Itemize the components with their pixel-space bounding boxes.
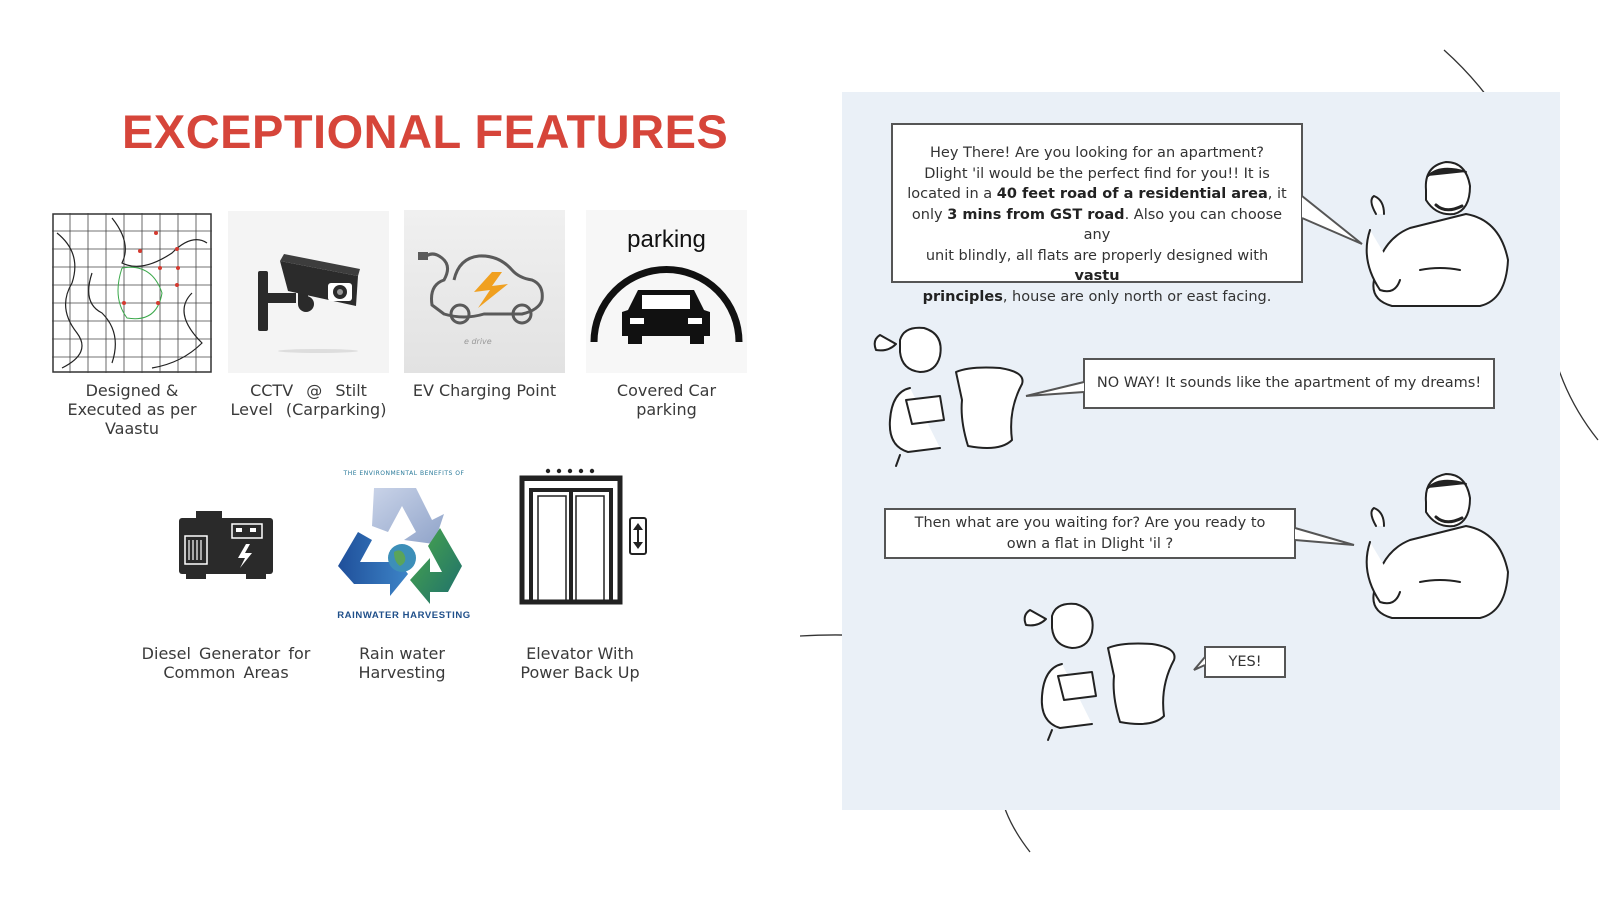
speech-bubble-question: Then what are you waiting for? Are you r…	[884, 508, 1296, 559]
speech-bubble-yes: YES!	[1204, 646, 1286, 678]
man-character-icon	[1365, 161, 1509, 307]
feature-label-parking: Covered Car parking	[616, 381, 717, 419]
feature-label-vaastu: Designed & Executed as per Vaastu	[67, 381, 197, 438]
rainwater-harvesting-icon: THE ENVIRONMENTAL BENEFITS OF RAINWATER …	[330, 470, 478, 622]
page-title: EXCEPTIONAL FEATURES	[122, 105, 729, 158]
feature-label-elevator: Elevator With Power Back Up	[520, 644, 640, 682]
feature-label-ev: EV Charging Point	[412, 381, 557, 400]
ev-image-text: e drive	[464, 337, 492, 346]
man-character-icon-2	[1365, 473, 1509, 619]
cctv-camera-icon	[228, 211, 389, 373]
ev-charging-icon: e drive	[404, 210, 565, 373]
generator-icon	[176, 508, 276, 583]
woman-character-icon	[873, 326, 1024, 467]
elevator-icon	[518, 466, 650, 606]
speech-bubble-reply: NO WAY! It sounds like the apartment of …	[1083, 358, 1495, 409]
feature-label-rainwater: Rain water Harvesting	[358, 644, 446, 682]
feature-label-cctv: CCTV @ Stilt Level (Carparking)	[230, 381, 387, 419]
rainwater-bottom-text: RAINWATER HARVESTING	[337, 610, 471, 621]
vaastu-grid-icon	[52, 213, 212, 373]
feature-label-generator: Diesel Generator for Common Areas	[141, 644, 311, 682]
parking-icon: parking	[586, 210, 747, 373]
speech-bubble-intro: Hey There! Are you looking for an apartm…	[891, 123, 1303, 305]
parking-image-text: parking	[627, 226, 706, 253]
rainwater-top-text: THE ENVIRONMENTAL BENEFITS OF	[343, 470, 465, 477]
woman-character-icon-2	[1023, 602, 1176, 741]
